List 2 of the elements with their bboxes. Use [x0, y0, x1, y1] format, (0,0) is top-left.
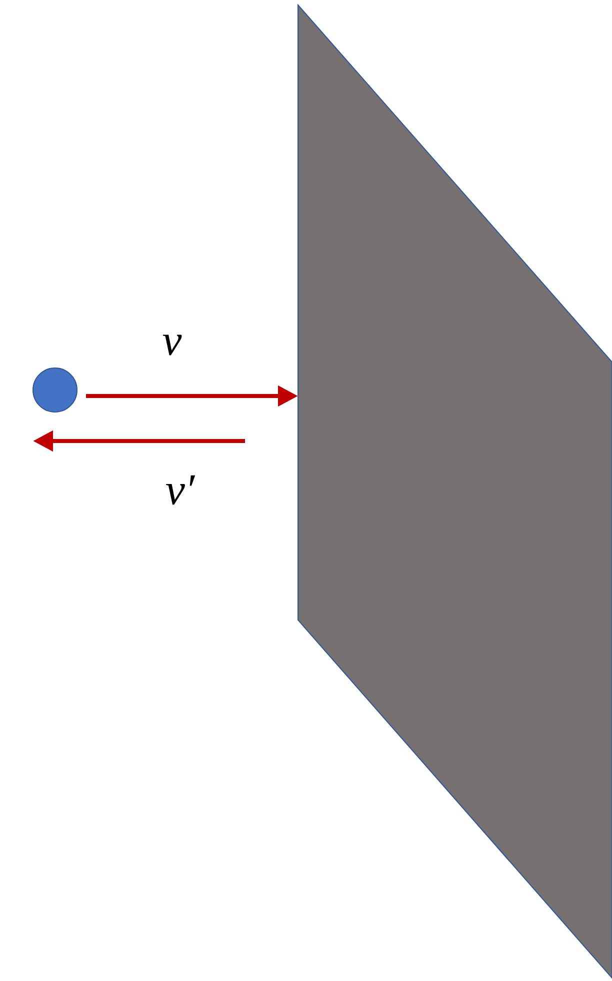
velocity-label: v	[162, 334, 182, 356]
velocity-label: v′	[166, 475, 196, 505]
